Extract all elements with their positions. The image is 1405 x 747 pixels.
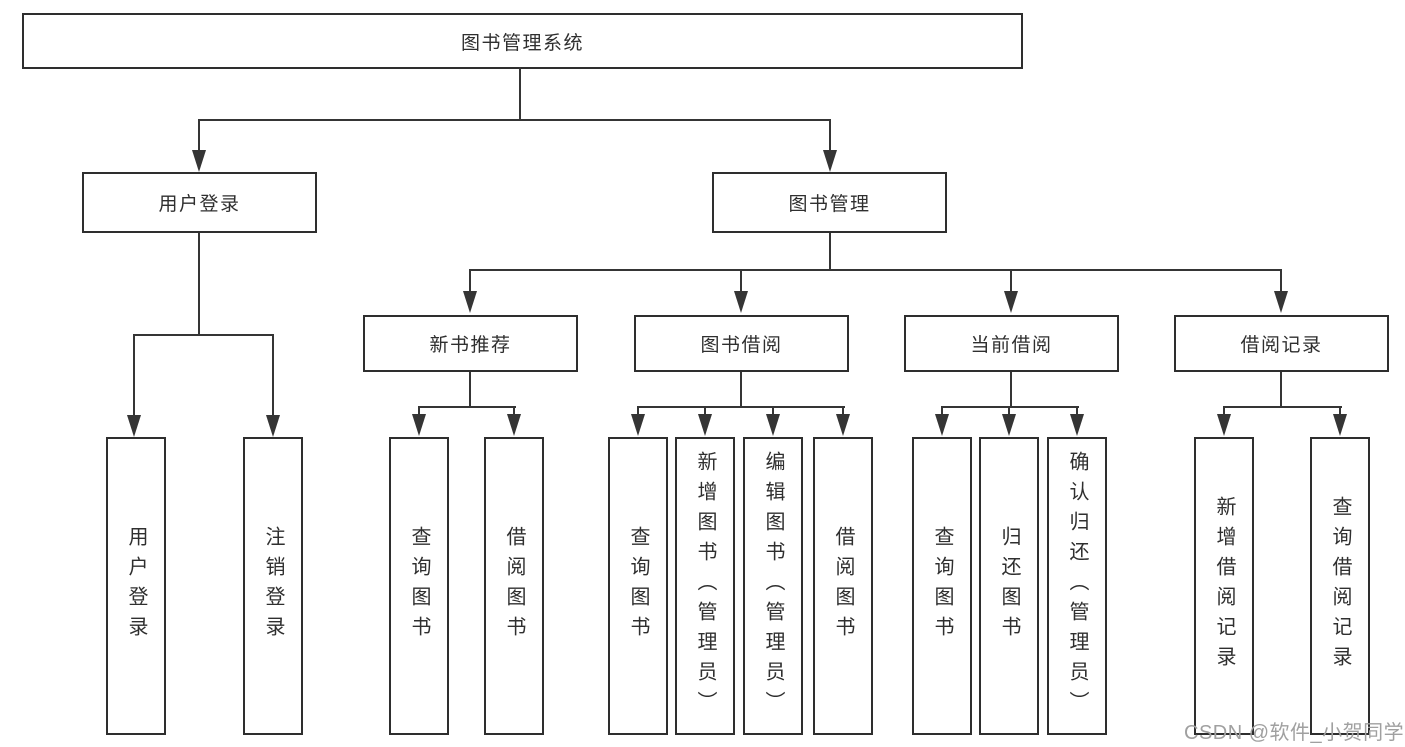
node-label: 用户登录 <box>125 526 147 646</box>
node-label: 确认归还（管理员） <box>1066 451 1088 721</box>
connector-borrow-stub <box>740 372 742 408</box>
node-label: 借阅图书 <box>832 526 854 646</box>
node-new-book-recommend: 新书推荐 <box>363 315 578 372</box>
arrowhead-down-icon <box>631 414 645 436</box>
node-borrow-records: 借阅记录 <box>1174 315 1389 372</box>
node-label: 当前借阅 <box>970 335 1053 356</box>
connector-drop-leaf <box>704 406 706 416</box>
connector-drop-new-book <box>469 269 471 293</box>
leaf-borrow-books: 借阅图书 <box>813 437 873 735</box>
connector-drop-user-login <box>198 119 200 153</box>
connector-drop-leaf <box>637 406 639 416</box>
connector-mgmt-stub <box>829 233 831 271</box>
arrowhead-down-icon <box>766 414 780 436</box>
connector-current-horizontal <box>941 406 1079 408</box>
leaf-confirm-return-admin: 确认归还（管理员） <box>1047 437 1107 735</box>
connector-drop-current-borrow <box>1010 269 1012 293</box>
node-label: 图书管理系统 <box>460 32 584 54</box>
node-label: 查询图书 <box>408 526 430 646</box>
connector-drop-book-borrow <box>740 269 742 293</box>
node-book-management-system: 图书管理系统 <box>22 13 1023 69</box>
connector-drop-leaf <box>1339 406 1341 416</box>
arrowhead-down-icon <box>1004 291 1018 313</box>
arrowhead-down-icon <box>1217 414 1231 436</box>
csdn-watermark: CSDN @软件_小贺同学 <box>1184 722 1405 744</box>
arrowhead-down-icon <box>507 414 521 436</box>
leaf-logout: 注销登录 <box>243 437 303 735</box>
arrowhead-down-icon <box>1333 414 1347 436</box>
connector-records-horizontal <box>1223 406 1342 408</box>
leaf-borrow-books-recommend: 借阅图书 <box>484 437 544 735</box>
leaf-add-borrow-record: 新增借阅记录 <box>1194 437 1254 735</box>
node-label: 借阅图书 <box>503 526 525 646</box>
arrowhead-down-icon <box>1070 414 1084 436</box>
node-label: 图书借阅 <box>700 335 783 356</box>
connector-drop-leaf <box>842 406 844 416</box>
connector-drop-leaf <box>513 406 515 416</box>
arrowhead-down-icon <box>836 414 850 436</box>
connector-drop-leaf-logout <box>272 334 274 416</box>
connector-drop-leaf <box>1223 406 1225 416</box>
connector-borrow-horizontal <box>637 406 845 408</box>
connector-newbook-stub <box>469 372 471 408</box>
node-current-borrow: 当前借阅 <box>904 315 1119 372</box>
node-label: 新增图书（管理员） <box>694 451 716 721</box>
node-user-login: 用户登录 <box>82 172 317 233</box>
arrowhead-down-icon <box>266 415 280 437</box>
node-label: 图书管理 <box>788 194 871 215</box>
connector-drop-leaf-login <box>133 334 135 416</box>
node-label: 查询图书 <box>931 526 953 646</box>
leaf-query-books-current: 查询图书 <box>912 437 972 735</box>
connector-drop-leaf <box>1076 406 1078 416</box>
arrowhead-down-icon <box>1274 291 1288 313</box>
node-label: 新书推荐 <box>429 335 512 356</box>
node-label: 查询图书 <box>627 526 649 646</box>
arrowhead-down-icon <box>463 291 477 313</box>
connector-newbook-horizontal <box>418 406 516 408</box>
leaf-user-login: 用户登录 <box>106 437 166 735</box>
arrowhead-down-icon <box>127 415 141 437</box>
node-label: 借阅记录 <box>1240 335 1323 356</box>
arrowhead-down-icon <box>1002 414 1016 436</box>
leaf-add-books-admin: 新增图书（管理员） <box>675 437 735 735</box>
connector-level3-horizontal <box>469 269 1282 271</box>
connector-drop-leaf <box>418 406 420 416</box>
leaf-query-books-recommend: 查询图书 <box>389 437 449 735</box>
leaf-query-books-borrow: 查询图书 <box>608 437 668 735</box>
connector-drop-leaf <box>941 406 943 416</box>
leaf-return-books: 归还图书 <box>979 437 1039 735</box>
connector-login-horizontal <box>133 334 274 336</box>
node-label: 新增借阅记录 <box>1213 496 1235 676</box>
arrowhead-down-icon <box>698 414 712 436</box>
connector-drop-borrow-records <box>1280 269 1282 293</box>
node-book-borrow: 图书借阅 <box>634 315 849 372</box>
connector-drop-leaf <box>1008 406 1010 416</box>
connector-current-stub <box>1010 372 1012 408</box>
arrowhead-down-icon <box>734 291 748 313</box>
arrowhead-down-icon <box>935 414 949 436</box>
node-label: 用户登录 <box>158 194 241 215</box>
leaf-query-borrow-record: 查询借阅记录 <box>1310 437 1370 735</box>
leaf-edit-books-admin: 编辑图书（管理员） <box>743 437 803 735</box>
arrowhead-down-icon <box>412 414 426 436</box>
connector-records-stub <box>1280 372 1282 408</box>
node-label: 查询借阅记录 <box>1329 496 1351 676</box>
connector-root-stub <box>519 67 521 121</box>
node-label: 归还图书 <box>998 526 1020 646</box>
node-book-management: 图书管理 <box>712 172 947 233</box>
arrowhead-down-icon <box>192 150 206 172</box>
node-label: 注销登录 <box>262 526 284 646</box>
node-label: 编辑图书（管理员） <box>762 451 784 721</box>
connector-drop-leaf <box>772 406 774 416</box>
connector-level2-horizontal <box>198 119 831 121</box>
connector-drop-book-mgmt <box>829 119 831 153</box>
arrowhead-down-icon <box>823 150 837 172</box>
connector-login-stub <box>198 233 200 336</box>
